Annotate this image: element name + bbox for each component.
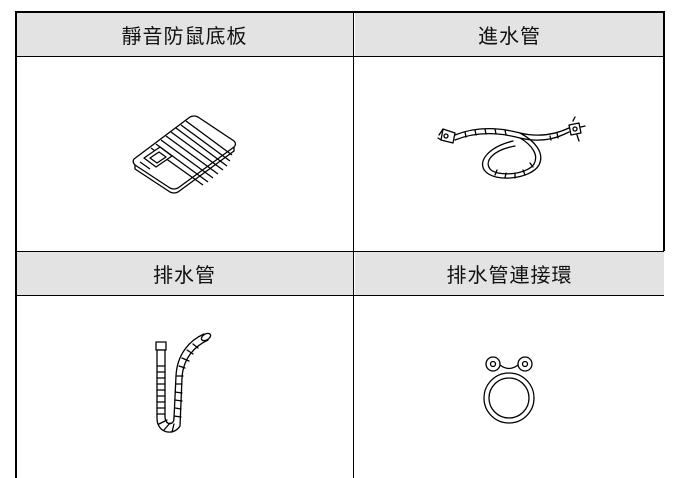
water-inlet-hose-icon — [436, 116, 586, 179]
anti-rodent-base-plate-icon — [132, 115, 236, 194]
header-label-inlet-hose: 進水管 — [478, 24, 541, 48]
column-divider — [353, 11, 354, 478]
header-label-connector-ring: 排水管連接環 — [446, 263, 573, 287]
image-cell-inlet-hose — [355, 58, 664, 250]
table-left-border — [15, 11, 17, 478]
image-cell-drain-hose — [16, 297, 353, 478]
header-divider-top — [16, 56, 664, 57]
table-top-border — [16, 11, 664, 13]
table-right-border — [663, 11, 665, 251]
header-cell-inlet-hose: 進水管 — [355, 13, 664, 56]
drain-hose-connector-ring-icon — [482, 355, 535, 424]
header-label-drain-hose: 排水管 — [153, 263, 216, 287]
drain-hose-icon — [154, 332, 211, 433]
row-divider — [16, 251, 664, 252]
header-cell-base-plate: 靜音防鼠底板 — [16, 13, 353, 56]
header-label-base-plate: 靜音防鼠底板 — [121, 24, 248, 48]
header-cell-drain-hose: 排水管 — [16, 252, 353, 295]
image-cell-base-plate — [16, 58, 353, 250]
header-cell-connector-ring: 排水管連接環 — [355, 252, 664, 295]
image-cell-connector-ring — [355, 297, 664, 478]
header-divider-bottom — [16, 295, 664, 296]
